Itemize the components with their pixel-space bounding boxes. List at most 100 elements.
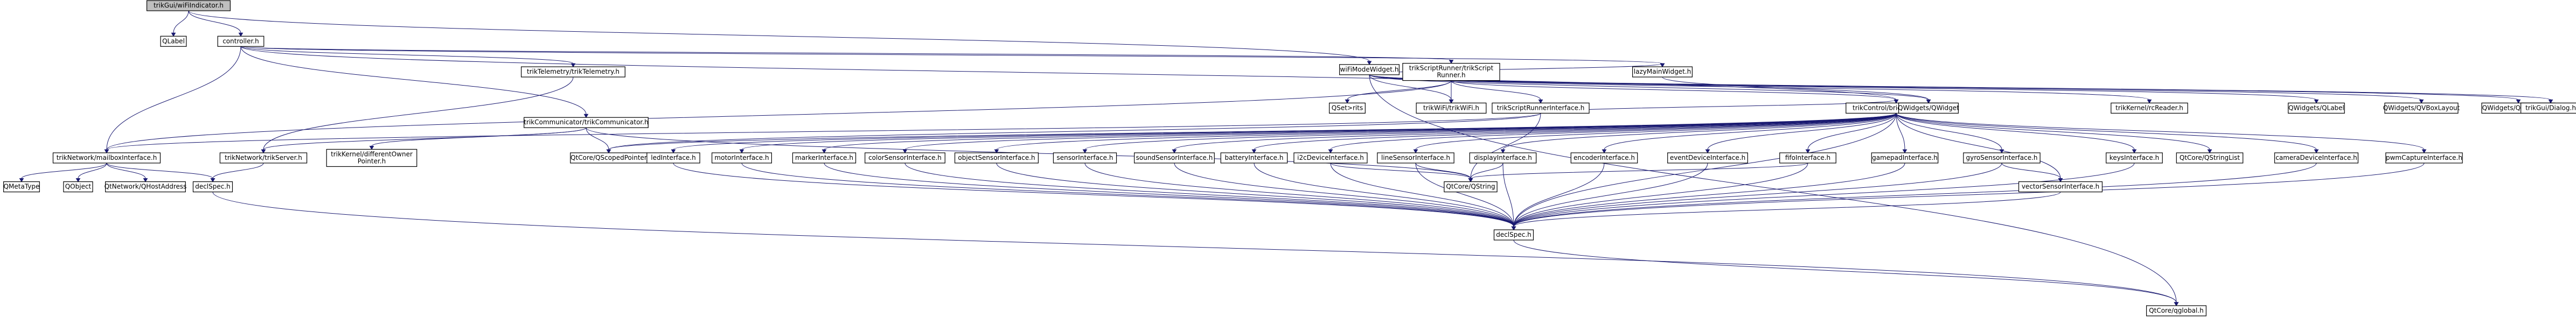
dependency-edge [1500, 113, 1897, 153]
node-label: trikScriptRunner/trikScript [1409, 65, 1494, 72]
dependency-edge [369, 127, 587, 150]
node-markerif: markerInterface.h [792, 152, 857, 164]
node-box [326, 149, 417, 167]
node-ledif: ledInterface.h [646, 152, 700, 164]
node-label: QObject [65, 183, 92, 191]
dependency-edge [1172, 112, 1897, 153]
node-label: lineSensorInterface.h [1381, 154, 1450, 161]
node-label: objectSensorInterface.h [958, 154, 1035, 161]
node-box [146, 0, 231, 11]
node-objectsensorif: objectSensorInterface.h [954, 152, 1039, 164]
node-label: wiFiModeWidget.h [1340, 66, 1399, 73]
node-box [105, 181, 186, 193]
dependency-edge [902, 112, 1897, 153]
node-label: QtCore/QStringList [2180, 154, 2240, 161]
node-label: encoderInterface.h [1574, 154, 1635, 161]
dependency-edge [1415, 163, 1473, 182]
node-qwidgets-qlabel: QWidgets/QLabel [2288, 102, 2345, 114]
node-linesensorif: lineSensorInterface.h [1377, 152, 1454, 164]
dependency-edge [188, 10, 1372, 65]
node-label: QSet>rits [1332, 104, 1363, 111]
node-batteryif: batteryInterface.h [1220, 152, 1288, 164]
dependency-edge [1705, 113, 1897, 153]
node-wifimode[interactable]: wiFiModeWidget.h [1339, 64, 1400, 75]
node-label: cameraDeviceInterface.h [2275, 154, 2357, 161]
dependency-edge [171, 11, 189, 37]
node-label: QtCore/qglobal.h [2149, 307, 2204, 314]
dependency-edge [1805, 113, 1897, 153]
node-box [192, 181, 233, 193]
node-gamepadif: gamepadInterface.h [1871, 152, 1939, 164]
node-label: declSpec.h [1496, 231, 1531, 238]
node-box [1492, 102, 1590, 114]
node-label: trikKernel/differentOwner [331, 150, 413, 158]
node-declspec-net[interactable]: declSpec.h [192, 181, 233, 193]
dependency-edge [1511, 163, 2317, 230]
node-label: trikKernel/rcReader.h [2115, 104, 2183, 111]
node-telemetry[interactable]: trikTelemetry/trikTelemetry.h [521, 66, 625, 78]
node-mailbox[interactable]: trikNetwork/mailboxInterface.h [52, 152, 161, 164]
node-label: Pointer.h [358, 157, 386, 165]
node-qtconfigglobal: QtCore/qglobal.h [2146, 305, 2207, 316]
node-qstring: QtCore/QString [1444, 181, 1498, 193]
node-qscopedptr: QtCore/QScopedPointer [570, 152, 648, 164]
node-box [1402, 62, 1500, 81]
node-trikkernel-reader: trikKernel/rcReader.h [2111, 102, 2188, 114]
node-box [2274, 152, 2359, 164]
node-box [52, 152, 161, 164]
node-trikwifi: trikWiFi/trikWiFi.h [1416, 102, 1487, 114]
node-colorsensorif: colorSensorInterface.h [865, 152, 945, 164]
node-label: keysInterface.h [2109, 154, 2159, 161]
dependency-edge [1328, 112, 1897, 153]
node-box [954, 152, 1039, 164]
dependency-edge [1413, 112, 1897, 153]
node-label: QtCore/QString [1446, 183, 1495, 191]
node-sensorif: sensorInterface.h [1053, 152, 1117, 164]
dependency-edge [104, 80, 1452, 153]
dependency-edge [673, 163, 1516, 230]
node-label: batteryInterface.h [1225, 154, 1284, 161]
node-box [792, 152, 857, 164]
node-box [2521, 102, 2576, 114]
dependency-edge [1254, 163, 1516, 230]
node-label: motorInterface.h [714, 154, 769, 161]
dependency-edge [1369, 74, 1454, 104]
node-controller[interactable]: controller.h [217, 36, 264, 47]
dependency-edge [104, 46, 241, 153]
node-label: controller.h [222, 37, 259, 45]
node-box [2176, 152, 2244, 164]
node-box [521, 66, 625, 78]
node-scriptrunner: trikScriptRunner/trikScriptRunner.h [1402, 62, 1500, 81]
node-label: eventDeviceInterface.h [1670, 154, 1745, 161]
node-root[interactable]: trikGui/wiFiIndicator.h [146, 0, 231, 11]
node-label: trikWiFi/trikWiFi.h [1423, 104, 1479, 111]
dependency-edge [1369, 74, 1931, 104]
node-label: gyroSensorInterface.h [1966, 154, 2037, 161]
node-label: markerInterface.h [795, 154, 853, 161]
node-box [2385, 152, 2463, 164]
dependency-edge [1513, 239, 2179, 306]
node-lazymain: lazyMainWidget.h [1632, 66, 1693, 78]
node-label: trikCommunicator/trikCommunicator.h [524, 118, 648, 126]
node-box [1898, 102, 1959, 114]
dependency-edge [106, 163, 215, 182]
node-label: QMetaType [4, 183, 40, 191]
node-label: QLabel [162, 37, 185, 45]
node-qhostaddress: QtNetwork/QHostAddress [105, 181, 186, 193]
node-box [1469, 152, 1537, 164]
node-label: QWidgets/QLabel [2288, 104, 2344, 111]
node-declspec[interactable]: declSpec.h [1493, 229, 1534, 241]
node-box [2384, 102, 2459, 114]
dependency-edge [106, 163, 148, 182]
node-box [1667, 152, 1748, 164]
node-box [1053, 152, 1117, 164]
node-communicator[interactable]: trikCommunicator/trikCommunicator.h [524, 117, 649, 128]
dependency-edge [261, 77, 574, 153]
node-keysif: keysInterface.h [2106, 152, 2163, 164]
node-displayif: displayInterface.h [1469, 152, 1537, 164]
node-label: trikGui/wiFiIndicator.h [154, 2, 224, 9]
node-label: QWidgets/QWidget [1898, 104, 1959, 111]
node-label: gamepadInterface.h [1872, 154, 1938, 161]
